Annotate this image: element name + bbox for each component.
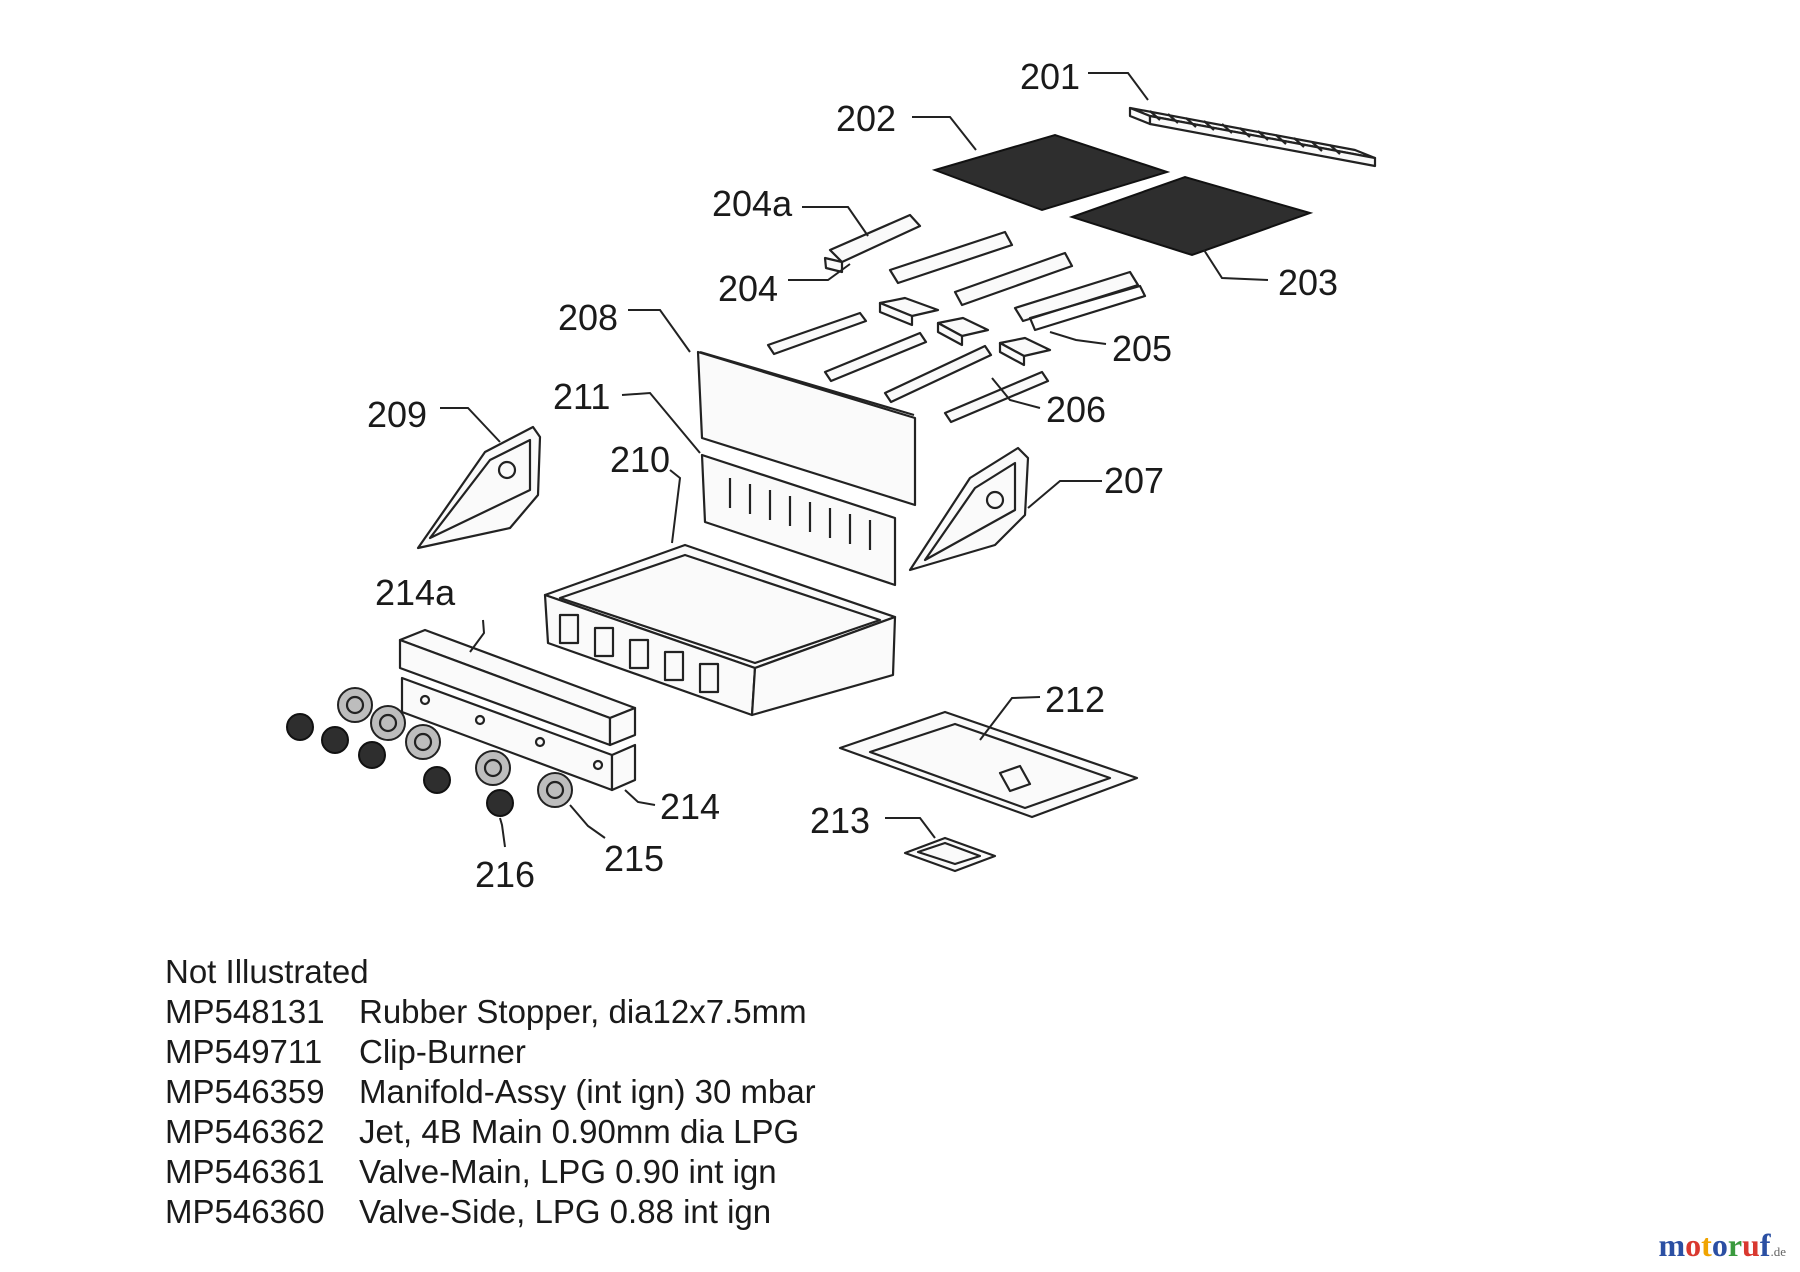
logo-letter: m xyxy=(1658,1227,1686,1263)
notes-row: MP549711 Clip-Burner xyxy=(165,1032,816,1072)
logo-letter: r xyxy=(1727,1227,1743,1263)
part-description: Clip-Burner xyxy=(359,1033,526,1070)
part-214a-upper-facia xyxy=(398,628,637,747)
callout-213: 213 xyxy=(810,800,870,841)
part-210-firebox xyxy=(543,543,897,717)
notes-heading: Not Illustrated xyxy=(165,953,369,990)
watermark-logo: motoruf.de xyxy=(1659,1227,1787,1264)
part-code: MP546361 xyxy=(165,1153,325,1190)
callout-212: 212 xyxy=(1045,679,1105,720)
part-code: MP546362 xyxy=(165,1113,325,1150)
logo-letter: o xyxy=(1711,1227,1728,1263)
part-202-cooking-grill xyxy=(931,133,1171,212)
part-214-control-panel xyxy=(400,676,637,792)
callout-208: 208 xyxy=(558,297,618,338)
notes-row: MP548131 Rubber Stopper, dia12x7.5mm xyxy=(165,992,816,1032)
callout-214a: 214a xyxy=(375,572,456,613)
part-204-flame-tamers xyxy=(823,213,1147,332)
part-207-right-side-panel xyxy=(908,446,1030,572)
part-203-cooking-grill xyxy=(1068,175,1314,257)
callout-216: 216 xyxy=(475,854,535,895)
notes-row: MP546360 Valve-Side, LPG 0.88 int ign xyxy=(165,1192,816,1232)
callout-204a: 204a xyxy=(712,183,793,224)
part-description: Valve-Side, LPG 0.88 int ign xyxy=(359,1193,772,1230)
part-code: MP546360 xyxy=(165,1193,325,1230)
part-description: Manifold-Assy (int ign) 30 mbar xyxy=(359,1073,816,1110)
part-213-grease-cup xyxy=(903,836,997,873)
callout-211: 211 xyxy=(553,376,610,417)
leader-lines xyxy=(440,72,1269,848)
part-211-vent-panel xyxy=(700,453,897,587)
logo-letter: u xyxy=(1742,1227,1760,1263)
callout-215: 215 xyxy=(604,838,664,879)
callout-206: 206 xyxy=(1046,389,1106,430)
part-206-burner-tubes xyxy=(766,311,1050,424)
callout-201: 201 xyxy=(1020,56,1080,97)
part-215-216-control-knobs xyxy=(286,687,573,817)
callout-214: 214 xyxy=(660,786,720,827)
part-212-drip-tray xyxy=(838,710,1139,819)
part-description: Valve-Main, LPG 0.90 int ign xyxy=(359,1153,777,1190)
part-205-ignitor-blocks xyxy=(878,296,1052,367)
callout-203: 203 xyxy=(1278,262,1338,303)
logo-letter: f xyxy=(1759,1227,1771,1263)
notes-row: MP546361 Valve-Main, LPG 0.90 int ign xyxy=(165,1152,816,1192)
logo-tld: .de xyxy=(1770,1244,1786,1259)
not-illustrated-parts-list: Not Illustrated MP548131 Rubber Stopper, … xyxy=(165,952,816,1232)
part-208-rear-panel xyxy=(696,350,917,507)
callout-209: 209 xyxy=(367,394,427,435)
logo-letter: o xyxy=(1685,1227,1702,1263)
part-description: Jet, 4B Main 0.90mm dia LPG xyxy=(359,1113,800,1150)
part-209-left-side-panel xyxy=(416,425,542,550)
callout-210: 210 xyxy=(610,439,670,480)
notes-row: MP546359 Manifold-Assy (int ign) 30 mbar xyxy=(165,1072,816,1112)
part-code: MP546359 xyxy=(165,1073,325,1110)
callout-205: 205 xyxy=(1112,328,1172,369)
callout-207: 207 xyxy=(1104,460,1164,501)
callout-204: 204 xyxy=(718,268,778,309)
part-code: MP549711 xyxy=(165,1033,323,1070)
part-code: MP548131 xyxy=(165,993,325,1030)
part-description: Rubber Stopper, dia12x7.5mm xyxy=(359,993,807,1030)
callout-202: 202 xyxy=(836,98,896,139)
notes-row: MP546362 Jet, 4B Main 0.90mm dia LPG xyxy=(165,1112,816,1152)
logo-letter: t xyxy=(1701,1227,1712,1263)
part-201-warming-rack xyxy=(1128,106,1377,168)
